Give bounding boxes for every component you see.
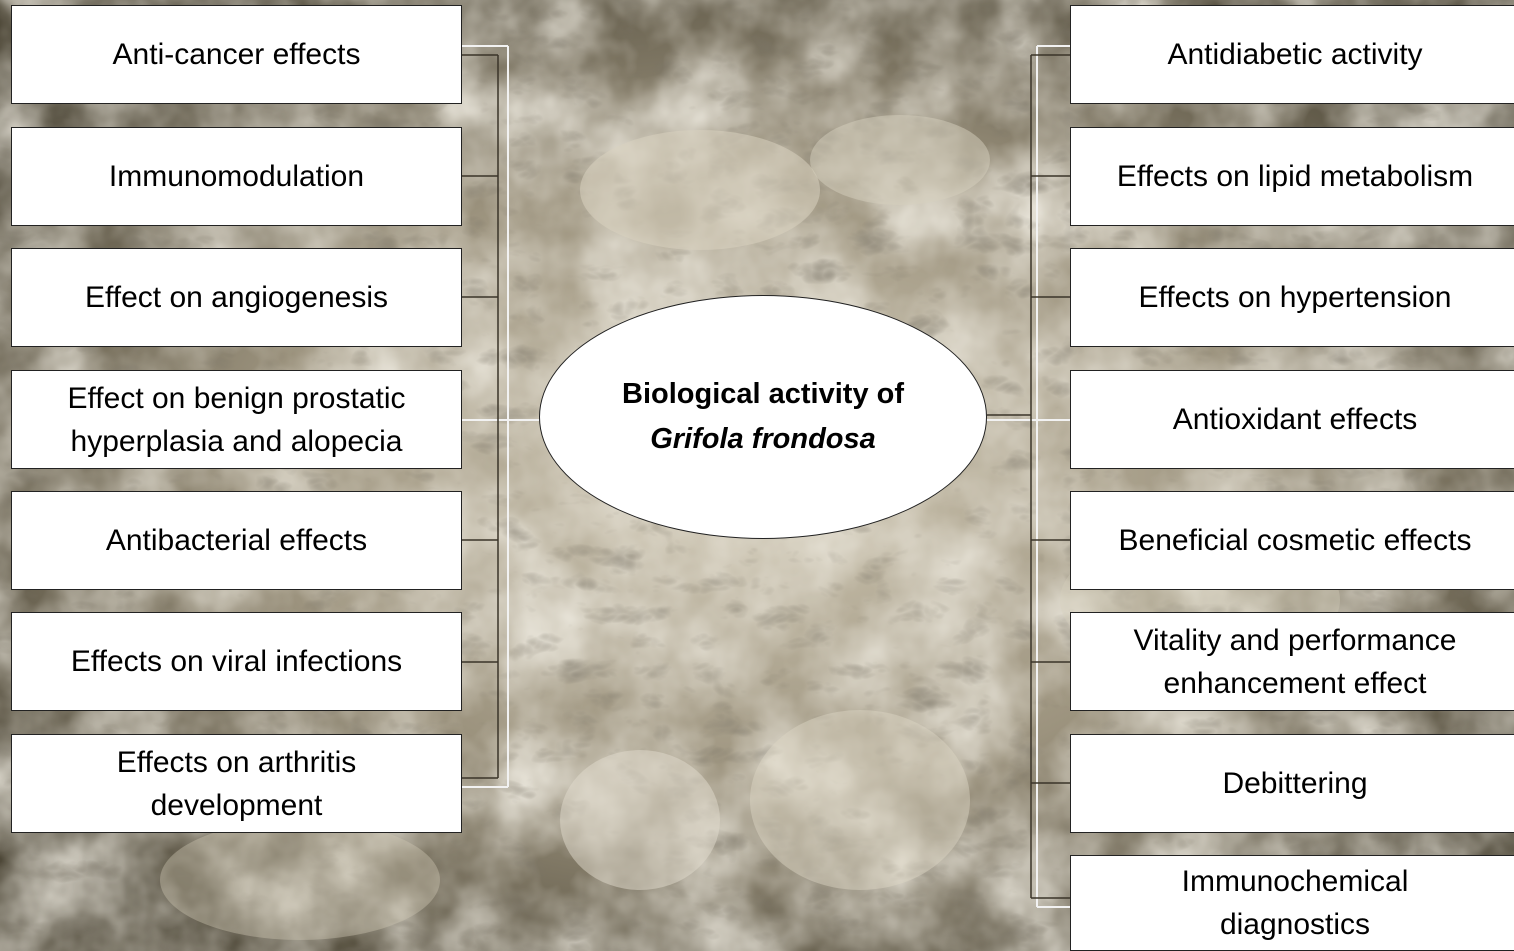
box-label: Antibacterial effects (106, 519, 367, 562)
box-label: Antidiabetic activity (1167, 33, 1422, 76)
left-box-prostatic-hyperplasia: Effect on benign prostatic hyperplasia a… (11, 370, 462, 469)
right-box-lipid-metabolism: Effects on lipid metabolism (1070, 127, 1514, 226)
right-box-immunochemical: Immunochemical diagnostics (1070, 855, 1514, 951)
right-box-debittering: Debittering (1070, 734, 1514, 833)
left-box-anti-cancer: Anti-cancer effects (11, 5, 462, 104)
box-label: Effects on arthritis development (102, 741, 371, 827)
box-label: Immunomodulation (109, 155, 364, 198)
left-box-immunomodulation: Immunomodulation (11, 127, 462, 226)
box-label: Beneficial cosmetic effects (1119, 519, 1472, 562)
box-label: Effects on viral infections (71, 640, 402, 683)
box-label: Antioxidant effects (1173, 398, 1418, 441)
right-box-hypertension: Effects on hypertension (1070, 248, 1514, 347)
center-title-line1: Biological activity of (622, 372, 904, 417)
left-box-arthritis: Effects on arthritis development (11, 734, 462, 833)
center-title-species: Grifola frondosa (650, 417, 876, 462)
left-box-angiogenesis: Effect on angiogenesis (11, 248, 462, 347)
right-box-antidiabetic: Antidiabetic activity (1070, 5, 1514, 104)
right-box-cosmetic: Beneficial cosmetic effects (1070, 491, 1514, 590)
box-label: Vitality and performance enhancement eff… (1101, 619, 1489, 705)
box-label: Effect on benign prostatic hyperplasia a… (32, 377, 441, 463)
center-ellipse: Biological activity of Grifola frondosa (539, 295, 987, 539)
box-label: Effects on lipid metabolism (1117, 155, 1473, 198)
box-label: Effect on angiogenesis (85, 276, 388, 319)
box-label: Anti-cancer effects (113, 33, 361, 76)
left-box-viral-infections: Effects on viral infections (11, 612, 462, 711)
box-label: Immunochemical diagnostics (1171, 860, 1419, 946)
right-box-vitality: Vitality and performance enhancement eff… (1070, 612, 1514, 711)
right-box-antioxidant: Antioxidant effects (1070, 370, 1514, 469)
box-label: Debittering (1222, 762, 1367, 805)
left-box-antibacterial: Antibacterial effects (11, 491, 462, 590)
box-label: Effects on hypertension (1139, 276, 1452, 319)
